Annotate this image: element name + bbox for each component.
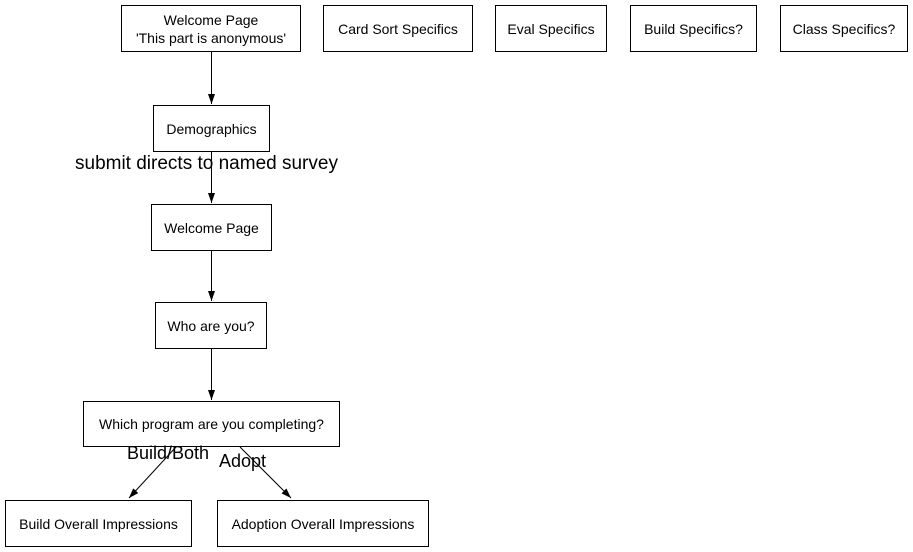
node-eval-specifics: Eval Specifics: [495, 5, 607, 52]
node-welcome-page-anonymous: Welcome Page 'This part is anonymous': [121, 5, 301, 52]
node-label: Who are you?: [167, 317, 255, 334]
edge-label-build-both: Build/Both: [127, 443, 210, 463]
node-label: Demographics: [166, 120, 257, 137]
node-which-program: Which program are you completing?: [83, 401, 340, 447]
node-label: Class Specifics?: [792, 20, 896, 37]
edge-label-adopt: Adopt: [219, 451, 267, 471]
node-label: Build Specifics?: [644, 20, 743, 37]
arrow-which-program-to-adoption-overall: [239, 446, 292, 499]
node-card-sort-specifics: Card Sort Specifics: [323, 5, 473, 52]
node-adoption-overall-impressions: Adoption Overall Impressions: [217, 500, 429, 547]
node-label: Card Sort Specifics: [338, 20, 458, 37]
node-label: Welcome Page: [163, 11, 259, 28]
node-welcome-page: Welcome Page: [151, 204, 272, 251]
node-who-are-you: Who are you?: [155, 302, 267, 349]
node-label: Which program are you completing?: [99, 416, 324, 432]
node-demographics: Demographics: [153, 105, 270, 152]
node-label: Eval Specifics: [507, 20, 595, 37]
node-build-overall-impressions: Build Overall Impressions: [5, 500, 192, 547]
node-label: Welcome Page: [164, 219, 259, 236]
node-build-specifics: Build Specifics?: [630, 5, 757, 52]
submit-note: submit directs to named survey: [75, 153, 338, 174]
arrow-which-program-to-build-overall: [128, 446, 177, 499]
node-class-specifics: Class Specifics?: [780, 5, 908, 52]
node-label: Build Overall Impressions: [19, 515, 178, 532]
node-sublabel: 'This part is anonymous': [135, 29, 287, 46]
node-label: Adoption Overall Impressions: [231, 515, 415, 532]
